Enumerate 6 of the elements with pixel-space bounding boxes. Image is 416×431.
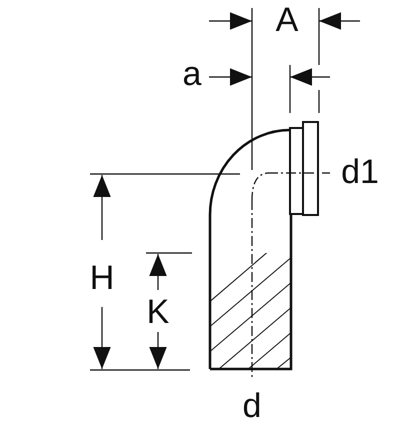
dimension-label: d [242,389,262,423]
dimension-label: d1 [341,155,379,189]
dimension-label: K [146,295,170,329]
dimension-label: H [90,261,114,295]
dimension-label: A [276,3,298,37]
dimension-label: a [182,57,202,91]
